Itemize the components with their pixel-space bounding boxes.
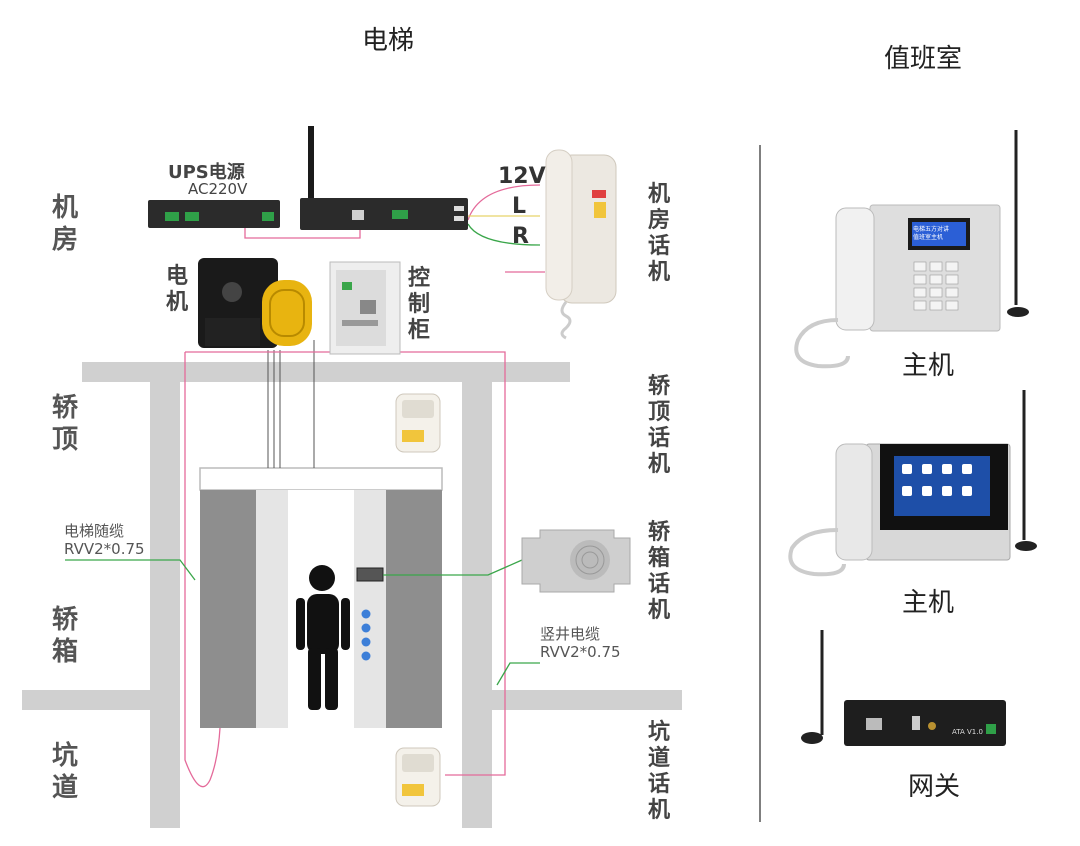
- gateway-model: ATA V1.0: [952, 728, 983, 736]
- shaft-left-wall: [150, 362, 180, 828]
- car-phone-label: 轿箱话机: [647, 520, 670, 623]
- car-top-phone-image: [395, 393, 441, 453]
- hoist-ropes: [267, 340, 315, 468]
- shaft-cable-name: 竖井电缆: [540, 625, 601, 643]
- travel-cable: [184, 352, 221, 788]
- travel-cable-name: 电梯随缆: [64, 522, 125, 540]
- gateway-label: 网关: [908, 772, 961, 802]
- car-top-beam: [199, 467, 443, 491]
- ups-subtitle: AC220V: [188, 180, 248, 198]
- machine-room-phone-label: 机房话机: [647, 182, 670, 285]
- elevator-car: [199, 467, 443, 728]
- zone-car: 轿箱: [51, 605, 78, 667]
- car-intercom-panel: [356, 567, 384, 582]
- travel-cable-spec: RVV2*0.75: [64, 540, 145, 558]
- pit-phone-image: [395, 747, 441, 807]
- pit-phone-label: 坑道话机: [647, 720, 670, 823]
- intercom-box: [300, 126, 468, 230]
- control-cabinet-image: [329, 261, 401, 355]
- pit-floor-right: [492, 690, 682, 710]
- car-door-left: [200, 490, 256, 728]
- shaft-top-slab: [82, 362, 570, 382]
- pit-floor-left: [22, 690, 180, 710]
- car-phone-image: [521, 529, 631, 593]
- host2-label: 主机: [902, 588, 955, 618]
- host1-image: [794, 130, 1029, 369]
- motor-image: [198, 258, 312, 348]
- shaft-cable-leader: [496, 662, 540, 686]
- travel-cable-leader: [65, 559, 196, 581]
- car-top-phone-label: 轿顶话机: [647, 374, 670, 477]
- elevator-shaft: [22, 362, 682, 828]
- host1-label: 主机: [902, 351, 955, 381]
- car-door-right: [386, 490, 442, 728]
- zone-car-top: 轿顶: [51, 393, 78, 455]
- host2-image: [788, 390, 1037, 577]
- person-icon: [296, 565, 350, 710]
- zone-pit: 坑道: [51, 741, 78, 803]
- machine-room-phone-image: [545, 149, 617, 340]
- wire-r: [467, 223, 541, 246]
- host1-screen-line1: 电梯五方对讲: [913, 226, 950, 233]
- ups-title: UPS电源: [168, 162, 245, 183]
- call-buttons: [361, 609, 371, 661]
- gateway-image: [801, 630, 1006, 746]
- host1-screen-line2: 值班室主机: [913, 234, 944, 241]
- wire-12v-label: 12V: [498, 164, 546, 189]
- elevator-title: 电梯: [362, 26, 415, 56]
- control-cabinet-label: 控制柜: [407, 266, 430, 343]
- shaft-cable-spec: RVV2*0.75: [540, 643, 621, 661]
- wire-12v: [467, 184, 541, 221]
- zone-machine-room: 机房: [51, 193, 78, 255]
- motor-label: 电机: [165, 264, 188, 315]
- ups-to-box-wire: [244, 228, 361, 239]
- car-phone-wire: [383, 559, 523, 576]
- car-panel-right: [354, 490, 386, 728]
- ups-box: [148, 200, 280, 228]
- wire-l-label: L: [512, 194, 527, 219]
- duty-room-title: 值班室: [884, 44, 963, 74]
- shaft-right-wall: [462, 362, 492, 828]
- wire-r-label: R: [512, 224, 529, 249]
- car-panel-left: [256, 490, 288, 728]
